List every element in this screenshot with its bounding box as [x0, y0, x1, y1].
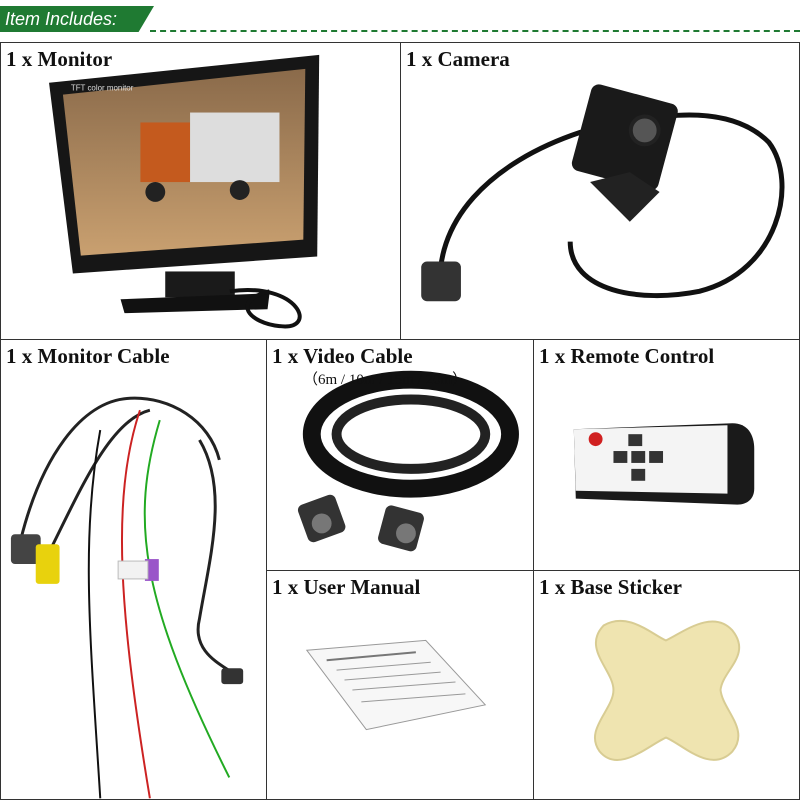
item-remote-control-title: 1 x Remote Control — [539, 344, 715, 368]
item-base-sticker-title: 1 x Base Sticker — [539, 575, 682, 599]
monitor-cable-image — [10, 396, 244, 799]
base-sticker-image — [593, 619, 740, 761]
header-label: Item Includes: — [5, 9, 118, 29]
remote-control-image — [573, 423, 755, 505]
user-manual-image — [305, 639, 487, 731]
item-base-sticker: 1 x Base Sticker — [533, 570, 800, 800]
item-camera-title: 1 x Camera — [406, 47, 510, 71]
item-remote-control: 1 x Remote Control — [533, 339, 800, 571]
header-tab — [0, 6, 154, 32]
section-header: Item Includes: — [0, 0, 800, 38]
item-camera: 1 x Camera — [400, 42, 800, 340]
item-user-manual-title: 1 x User Manual — [272, 575, 421, 599]
item-monitor-cable-title: 1 x Monitor Cable — [6, 344, 170, 368]
monitor-image: TFT color monitor — [49, 54, 320, 329]
video-cable-image — [297, 370, 519, 552]
camera-image — [421, 84, 785, 302]
svg-text:TFT color monitor: TFT color monitor — [71, 84, 134, 93]
item-video-cable-title: 1 x Video Cable — [272, 344, 413, 368]
header-dashed-rule — [150, 30, 800, 32]
item-video-cable-lengths: （6m / 10m / 15m / 20m） — [303, 372, 468, 388]
item-video-cable: 1 x Video Cable （6m / 10m / 15m / 20m） — [266, 339, 534, 571]
item-monitor-cable: 1 x Monitor Cable — [0, 339, 267, 800]
item-user-manual: 1 x User Manual — [266, 570, 534, 800]
item-monitor-title: 1 x Monitor — [6, 47, 113, 71]
item-monitor: TFT color monitor 1 x Monitor — [0, 42, 401, 340]
